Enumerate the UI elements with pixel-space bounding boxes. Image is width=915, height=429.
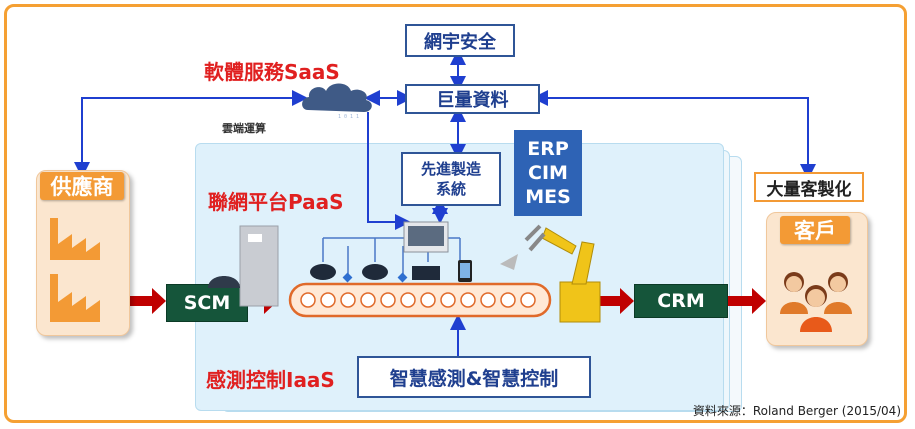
paas-label: 聯網平台PaaS xyxy=(208,190,344,214)
erp-label: ERP xyxy=(527,138,569,160)
cim-label: CIM xyxy=(528,162,568,184)
erp-cim-mes-box: ERP CIM MES xyxy=(514,130,582,216)
advanced-manufacturing-line1: 先進製造 xyxy=(420,160,481,178)
factory-icon xyxy=(50,218,100,322)
cloud-icon: 1 0 1 1 xyxy=(302,83,372,120)
cloud-computing-label: 雲端運算 xyxy=(222,122,266,135)
supplier-tag: 供應商 xyxy=(40,172,124,200)
svg-text:1 0 1 1: 1 0 1 1 xyxy=(338,114,359,120)
production-line-illustration xyxy=(208,221,601,323)
saas-label: 軟體服務SaaS xyxy=(204,60,340,84)
advanced-manufacturing-box: 先進製造 系統 xyxy=(401,152,501,206)
source-note: 資料來源：Roland Berger (2015/04) xyxy=(692,404,901,418)
people-icon xyxy=(780,272,852,332)
scm-box: SCM xyxy=(166,284,248,322)
customer-tag: 客戶 xyxy=(780,216,850,244)
mass-customization-box: 大量客製化 xyxy=(754,172,864,202)
outer-frame xyxy=(4,4,907,423)
smart-sensing-box: 智慧感測&智慧控制 xyxy=(357,356,591,398)
mes-label: MES xyxy=(525,186,571,208)
cyber-security-box: 網宇安全 xyxy=(405,24,515,57)
crm-box: CRM xyxy=(634,284,728,318)
big-data-box: 巨量資料 xyxy=(405,84,540,114)
advanced-manufacturing-line2: 系統 xyxy=(435,180,466,198)
iaas-label: 感測控制IaaS xyxy=(206,368,335,392)
